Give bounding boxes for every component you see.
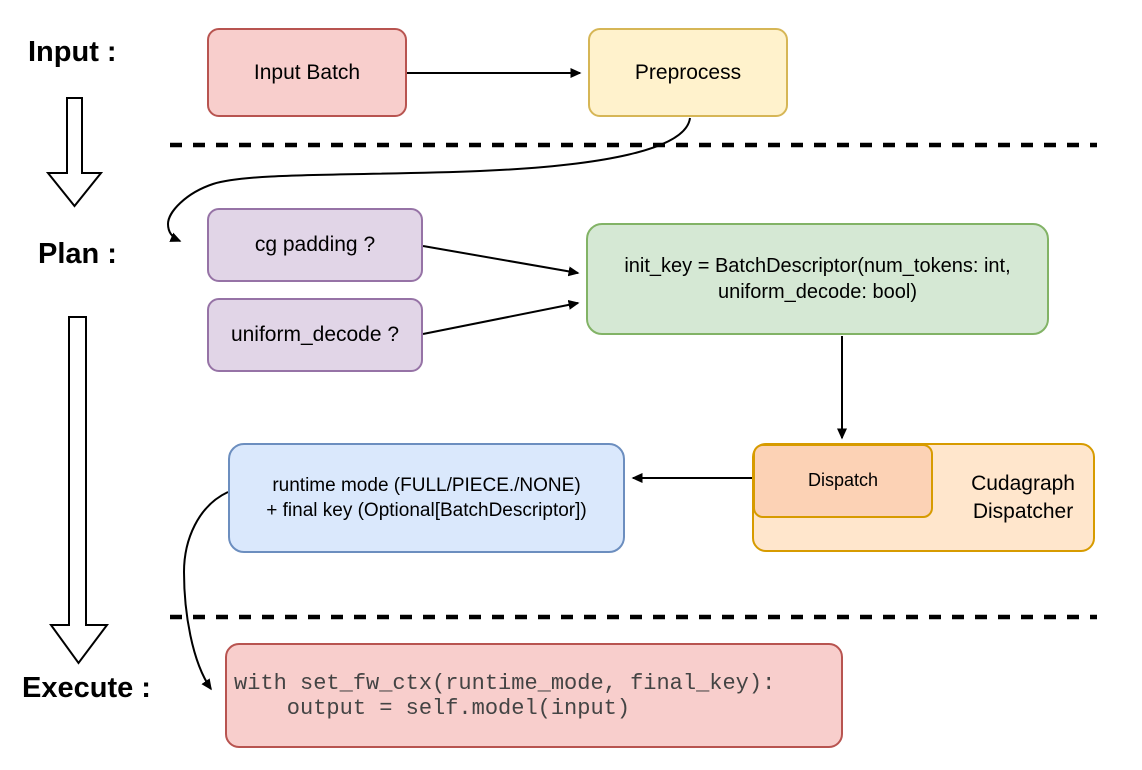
dispatch-node: Dispatch <box>753 444 933 518</box>
stage-label-execute: Execute : <box>22 672 151 704</box>
cg-padding-to-init-key-arrow <box>422 245 580 277</box>
runtime-mode-to-execute-arrow <box>182 491 229 691</box>
execute-code-node: with set_fw_ctx(runtime_mode, final_key)… <box>225 643 843 748</box>
cg-padding-node: cg padding ? <box>207 208 423 282</box>
init-key-node: init_key = BatchDescriptor(num_tokens: i… <box>586 223 1049 335</box>
stage-label-input: Input : <box>28 36 117 68</box>
runtime-mode-node: runtime mode (FULL/PIECE./NONE) + final … <box>228 443 625 553</box>
preprocess-node: Preprocess <box>588 28 788 117</box>
stage-label-plan: Plan : <box>38 238 117 270</box>
preprocess-to-cg-padding-arrow <box>166 117 691 242</box>
plan-to-execute-arrow-icon <box>49 316 109 665</box>
input-to-plan-arrow-icon <box>45 97 104 208</box>
uniform-decode-node: uniform_decode ? <box>207 298 423 372</box>
uniform-decode-to-init-key-arrow <box>422 299 580 335</box>
input-batch-node: Input Batch <box>207 28 407 117</box>
